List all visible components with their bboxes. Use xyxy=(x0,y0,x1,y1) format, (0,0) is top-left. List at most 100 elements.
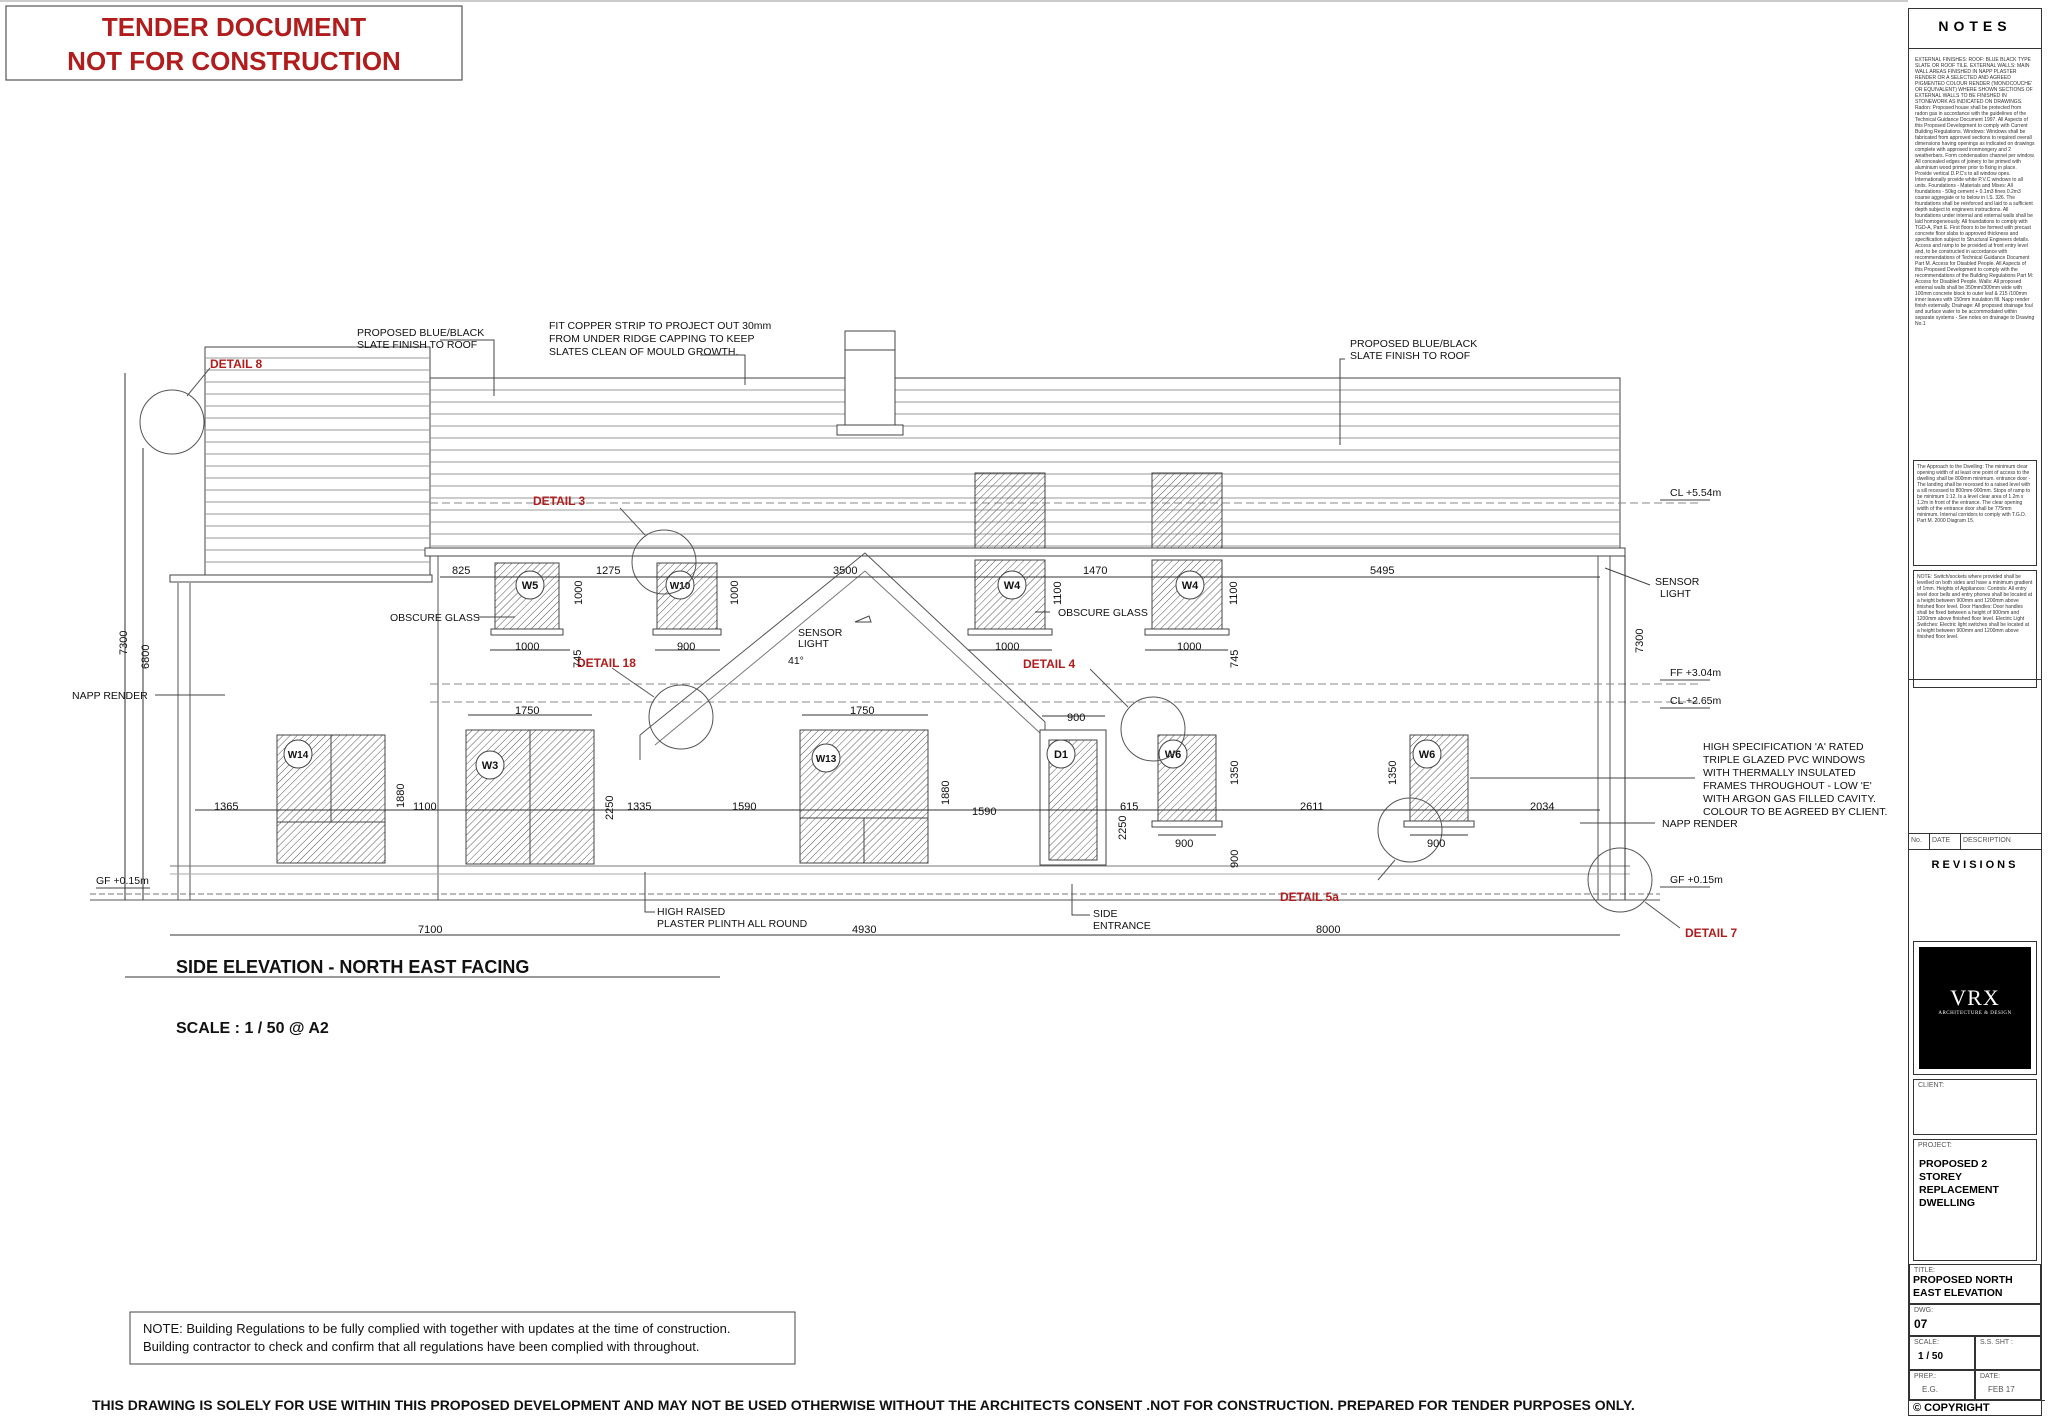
rev-col-no: No. xyxy=(1909,834,1930,850)
appliances-notes-box: NOTE: Switch/sockets where provided shal… xyxy=(1913,570,2037,688)
tag-w5: W5 xyxy=(522,580,539,592)
dim-1275: 1275 xyxy=(596,565,620,577)
note-windows-4: FRAMES THROUGHOUT - LOW 'E' xyxy=(1703,780,1872,792)
note-windows-3: WITH THERMALLY INSULATED xyxy=(1703,767,1856,779)
revisions-area: No. DATE DESCRIPTION REVISIONS xyxy=(1909,679,2041,880)
dim-7300-right: 7300 xyxy=(1634,629,1646,653)
note-line-2: Building contractor to check and confirm… xyxy=(143,1339,699,1354)
note-slate-left-1: PROPOSED BLUE/BLACK xyxy=(357,327,484,339)
dim-sill-900: 900 xyxy=(1229,850,1241,868)
dim-1590b: 1590 xyxy=(972,806,996,818)
detail-3-label: DETAIL 3 xyxy=(533,494,586,508)
tag-w6b: W6 xyxy=(1419,749,1436,761)
rev-col-date: DATE xyxy=(1930,834,1961,850)
logo-sub: ARCHITECTURE & DESIGN xyxy=(1938,1011,2012,1016)
revisions-columns: No. DATE DESCRIPTION xyxy=(1909,833,2041,850)
stamp-line-1: TENDER DOCUMENT xyxy=(102,12,366,42)
dim-w13-w: 1750 xyxy=(850,705,874,717)
title-label: TITLE: xyxy=(1914,1267,1936,1274)
project-box: PROJECT: PROPOSED 2 STOREY REPLACEMENT D… xyxy=(1913,1139,2037,1261)
copyright-box: © COPYRIGHT xyxy=(1909,1400,2045,1416)
scale-box: SCALE: 1 / 50 xyxy=(1909,1336,1975,1370)
level-gf-left: GF +0.15m xyxy=(96,875,149,887)
detail-circles xyxy=(139,367,1681,929)
tender-stamp: TENDER DOCUMENT NOT FOR CONSTRUCTION xyxy=(5,5,463,81)
title-value: PROPOSED NORTH EAST ELEVATION xyxy=(1913,1274,2013,1299)
note-sensor-mid-2: LIGHT xyxy=(798,638,830,650)
copyright-icon: © xyxy=(1913,1402,1922,1414)
note-sensor-right-1: SENSOR xyxy=(1655,576,1700,588)
dim-overall-4930: 4930 xyxy=(852,924,876,936)
dim-overall-7100: 7100 xyxy=(418,924,442,936)
dim-w6b-w: 900 xyxy=(1427,838,1445,850)
level-markers: CL +5.54m FF +3.04m CL +2.65m GF +0.15m … xyxy=(96,487,1723,889)
note-napp-left: NAPP RENDER xyxy=(72,690,148,702)
dimension-texts: 825 1275 3500 1470 5495 1000 1000 1100 1… xyxy=(118,565,1646,936)
roof xyxy=(169,330,1626,583)
level-gf-right: GF +0.15m xyxy=(1670,874,1723,886)
level-ff: FF +3.04m xyxy=(1670,667,1721,679)
dim-w5-h: 1000 xyxy=(573,581,585,605)
dim-w6a-h: 1350 xyxy=(1229,761,1241,785)
note-line-1: NOTE: Building Regulations to be fully c… xyxy=(143,1321,730,1336)
note-side-entrance-1: SIDE xyxy=(1093,908,1118,920)
dim-w3-w: 1750 xyxy=(515,705,539,717)
note-napp-right: NAPP RENDER xyxy=(1662,818,1738,830)
dim-825: 825 xyxy=(452,565,470,577)
note-copper-2: FROM UNDER RIDGE CAPPING TO KEEP xyxy=(549,333,755,345)
note-obscure-right: OBSCURE GLASS xyxy=(1058,607,1148,619)
revisions-heading: REVISIONS xyxy=(1909,849,2041,880)
stamp-line-2: NOT FOR CONSTRUCTION xyxy=(67,46,401,76)
tag-w4a: W4 xyxy=(1004,580,1021,592)
detail-8-label: DETAIL 8 xyxy=(210,357,263,371)
detail-18-label: DETAIL 18 xyxy=(577,656,636,670)
prep-label: PREP.: xyxy=(1914,1373,1937,1380)
note-slate-left-2: SLATE FINISH TO ROOF xyxy=(357,339,477,351)
scale-value: 1 / 50 xyxy=(1918,1351,1944,1362)
prep-value: E.G. xyxy=(1922,1385,1939,1394)
dimension-lines xyxy=(124,373,1626,936)
detail-5a-label: DETAIL 5a xyxy=(1280,890,1339,904)
notes-text: EXTERNAL FINISHES: ROOF: BLUE BLACK TYPE… xyxy=(1915,57,2035,327)
ss-label: S.S. SHT : xyxy=(1980,1339,2013,1346)
detail-labels: DETAIL 8 DETAIL 3 DETAIL 18 DETAIL 4 DET… xyxy=(210,357,1738,940)
drawing-scale: SCALE : 1 / 50 @ A2 xyxy=(176,1020,329,1037)
notes-heading: NOTES xyxy=(1909,9,2041,49)
dim-w3-h: 2250 xyxy=(604,796,616,820)
detail-7-label: DETAIL 7 xyxy=(1685,926,1738,940)
title-block: NOTES EXTERNAL FINISHES: ROOF: BLUE BLAC… xyxy=(1908,8,2045,1416)
level-cl-mid: CL +2.65m xyxy=(1670,695,1722,707)
dim-w4a-w: 1000 xyxy=(995,641,1019,653)
client-box: CLIENT: xyxy=(1913,1079,2037,1135)
dwg-label: DWG: xyxy=(1914,1307,1934,1314)
note-windows-5: WITH ARGON GAS FILLED CAVITY. xyxy=(1703,793,1876,805)
note-obscure-left: OBSCURE GLASS xyxy=(390,612,480,624)
annotations: PROPOSED BLUE/BLACK SLATE FINISH TO ROOF… xyxy=(72,320,1887,932)
level-cl-top: CL +5.54m xyxy=(1670,487,1722,499)
note-plinth-2: PLASTER PLINTH ALL ROUND xyxy=(657,918,808,930)
tag-w14: W14 xyxy=(288,750,309,761)
scale-label: SCALE: xyxy=(1914,1339,1939,1346)
note-angle: 41° xyxy=(788,655,804,667)
tag-w10: W10 xyxy=(670,581,691,592)
footer-disclaimer: THIS DRAWING IS SOLELY FOR USE WITHIN TH… xyxy=(92,1397,1635,1413)
note-plinth-1: HIGH RAISED xyxy=(657,906,726,918)
detail-4-label: DETAIL 4 xyxy=(1023,657,1076,671)
tag-w3: W3 xyxy=(482,760,499,772)
dim-1365: 1365 xyxy=(214,801,238,813)
dim-w4b-w: 1000 xyxy=(1177,641,1201,653)
dim-w5-w: 1000 xyxy=(515,641,539,653)
dwg-box: DWG: 07 xyxy=(1909,1304,2041,1336)
vrx-logo: VRX ARCHITECTURE & DESIGN xyxy=(1919,947,2031,1069)
window-tags: W5 W10 W4 W4 W14 W3 W13 D1 W6 W6 xyxy=(283,570,1442,780)
ss-box: S.S. SHT : xyxy=(1975,1336,2041,1370)
note-sensor-mid-1: SENSOR xyxy=(798,627,843,639)
logo-text: VRX xyxy=(1950,985,2000,1010)
title-box: TITLE: PROPOSED NORTH EAST ELEVATION xyxy=(1909,1264,2041,1304)
dim-w14-h: 1880 xyxy=(395,784,407,808)
dim-w10-w: 900 xyxy=(677,641,695,653)
dim-1100: 1100 xyxy=(413,801,437,813)
dim-2034: 2034 xyxy=(1530,801,1554,813)
dim-6800: 6800 xyxy=(140,645,152,669)
